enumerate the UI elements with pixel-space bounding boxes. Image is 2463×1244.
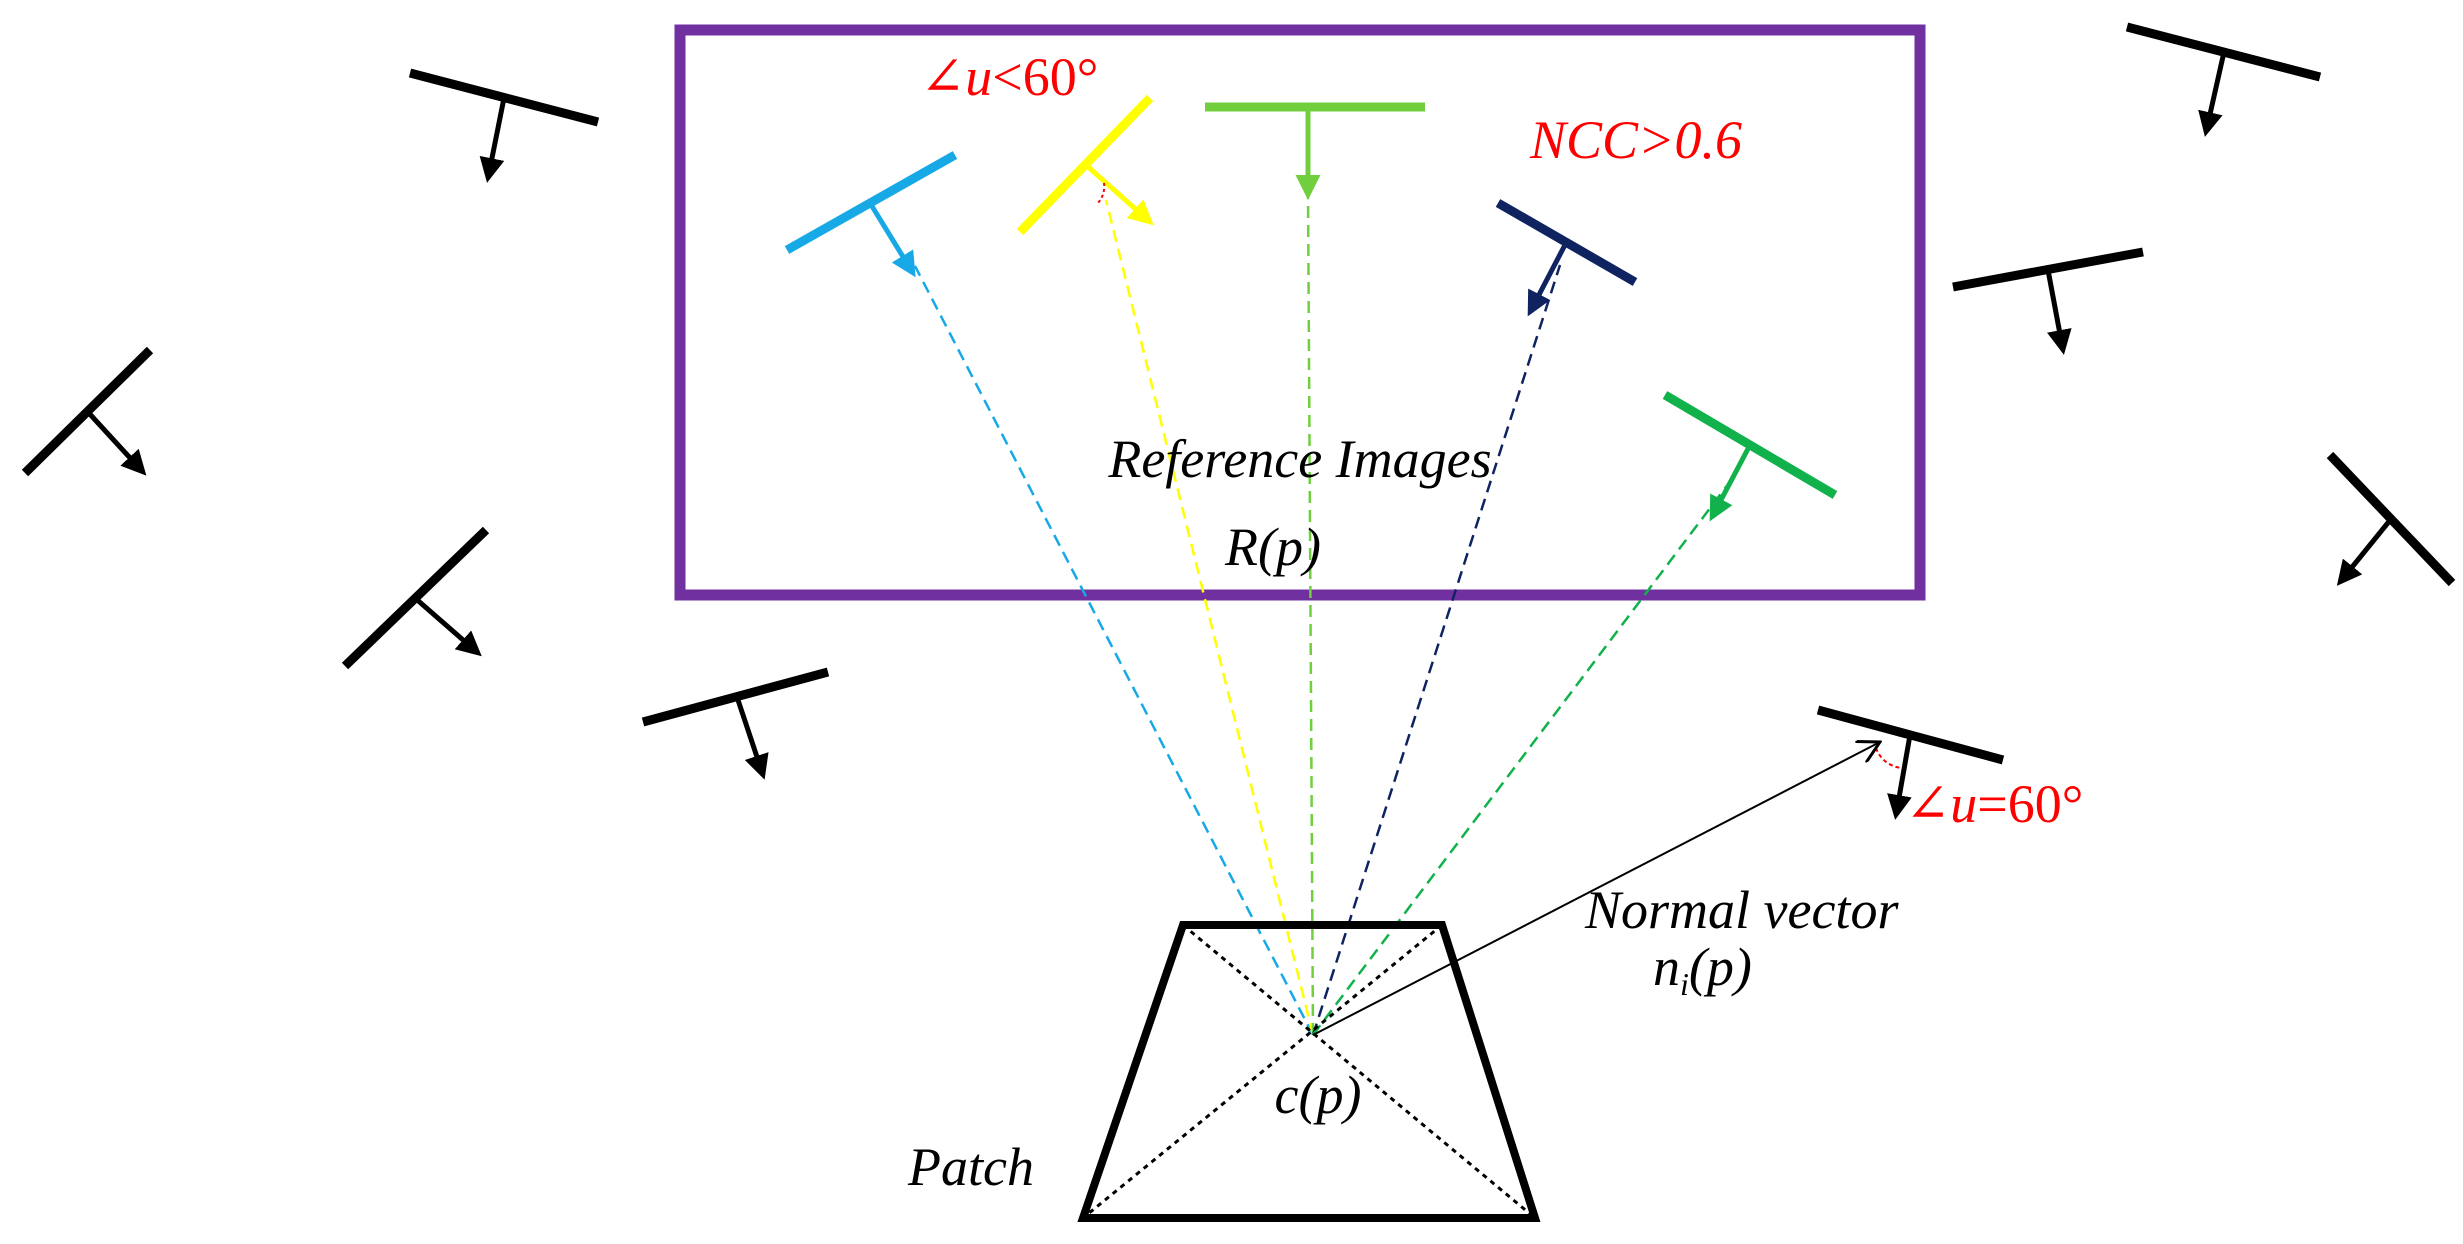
camera-black-5: [2125, 22, 2322, 137]
angle-less-than-suffix: <60°: [992, 47, 1098, 107]
camera-black-3: [341, 526, 490, 670]
reference-rays: [913, 189, 1736, 1036]
angle-less-than-prefix: ∠u: [920, 47, 992, 107]
patch-center-label: c(p): [1275, 1065, 1362, 1125]
camera-black-2: [21, 346, 154, 477]
camera-green: [1662, 391, 1838, 522]
reference-images-label: Reference Images: [1107, 429, 1491, 489]
camera-yellow: [1016, 94, 1154, 236]
angle-less-than-label: ∠u<60°: [920, 47, 1098, 107]
normal-vector-arrow: [1312, 742, 1880, 1036]
normal-vector-subscript: i: [1680, 966, 1689, 1002]
normal-vector-symbol: ni(p): [1653, 937, 1752, 1002]
camera-black-6: [1952, 247, 2144, 355]
patch-label: Patch: [907, 1137, 1034, 1197]
angle-equal-suffix: =60°: [1977, 774, 2083, 834]
reference-images-box: [674, 24, 1926, 601]
camera-black-1: [408, 68, 600, 183]
camera-black-7: [2326, 451, 2456, 587]
normal-vector-arg: (p): [1689, 937, 1752, 997]
camera-navy: [1495, 199, 1638, 317]
camera-light-green: [1205, 102, 1425, 200]
normal-vector-label: Normal vector: [1584, 880, 1899, 940]
normal-vector-n: n: [1653, 937, 1680, 997]
camera-black-4: [641, 667, 830, 780]
angle-equal-prefix: ∠u: [1905, 774, 1977, 834]
reference-set-label: R(p): [1224, 517, 1321, 577]
angle-equal-label: ∠u=60°: [1905, 774, 2083, 834]
ncc-condition-label: NCC>0.6: [1529, 110, 1742, 170]
camera-light-blue: [784, 151, 958, 278]
patch-shape: [1077, 921, 1541, 1222]
